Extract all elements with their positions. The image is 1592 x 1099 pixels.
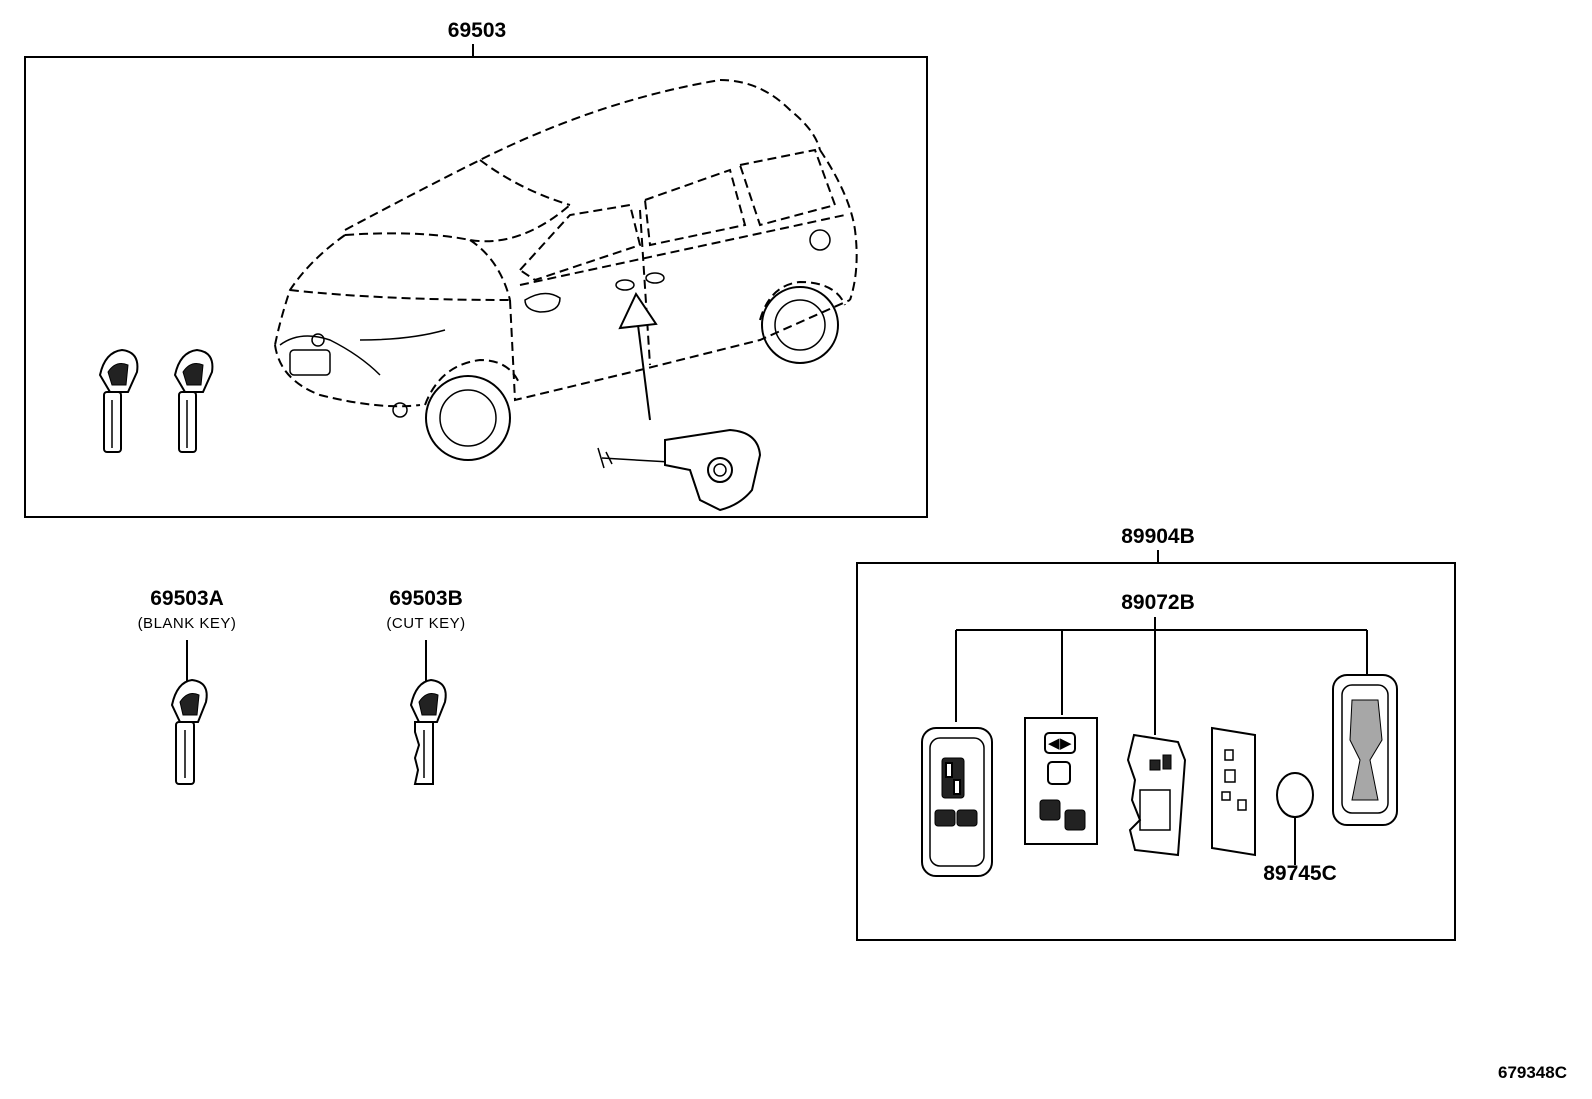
key-illustration-2 (173, 348, 214, 453)
door-lock-cylinder-illustration (597, 428, 762, 512)
battery-coin-cell (1276, 772, 1314, 865)
cut-key-note: (CUT KEY) (386, 615, 465, 632)
main-assembly-group: 69503 (24, 19, 928, 518)
part-label-69503A[interactable]: 69503A (150, 587, 224, 610)
diagram-reference-number: 679348C (1498, 1063, 1567, 1082)
cut-key-illustration (409, 678, 447, 785)
cut-key-group: 69503B (CUT KEY) (386, 587, 465, 785)
assembly-box-89904B (856, 562, 1456, 941)
vehicle-illustration (274, 78, 858, 461)
door-lock-arrow (618, 291, 658, 421)
leader-89072B (955, 617, 1368, 735)
blank-key-illustration (170, 678, 208, 785)
part-label-69503[interactable]: 69503 (448, 19, 506, 42)
fob-back-case (1332, 674, 1398, 826)
key-illustration-1 (98, 348, 139, 453)
circuit-board (1126, 733, 1187, 857)
transmitter-assembly-group: 89904B 89072B ◀▶ (856, 525, 1456, 941)
blank-key-note: (BLANK KEY) (138, 615, 237, 632)
part-label-69503B[interactable]: 69503B (389, 587, 463, 610)
fob-front-case (921, 727, 993, 877)
rubber-button-pad: ◀▶ (1024, 717, 1098, 845)
assembly-box-69503 (24, 56, 928, 518)
blank-key-group: 69503A (BLANK KEY) (138, 587, 237, 785)
part-label-89745C[interactable]: 89745C (1263, 862, 1337, 885)
inner-frame (1211, 726, 1256, 857)
part-label-89904B[interactable]: 89904B (1121, 525, 1195, 548)
svg-text:◀▶: ◀▶ (1048, 735, 1072, 752)
part-label-89072B[interactable]: 89072B (1121, 591, 1195, 614)
